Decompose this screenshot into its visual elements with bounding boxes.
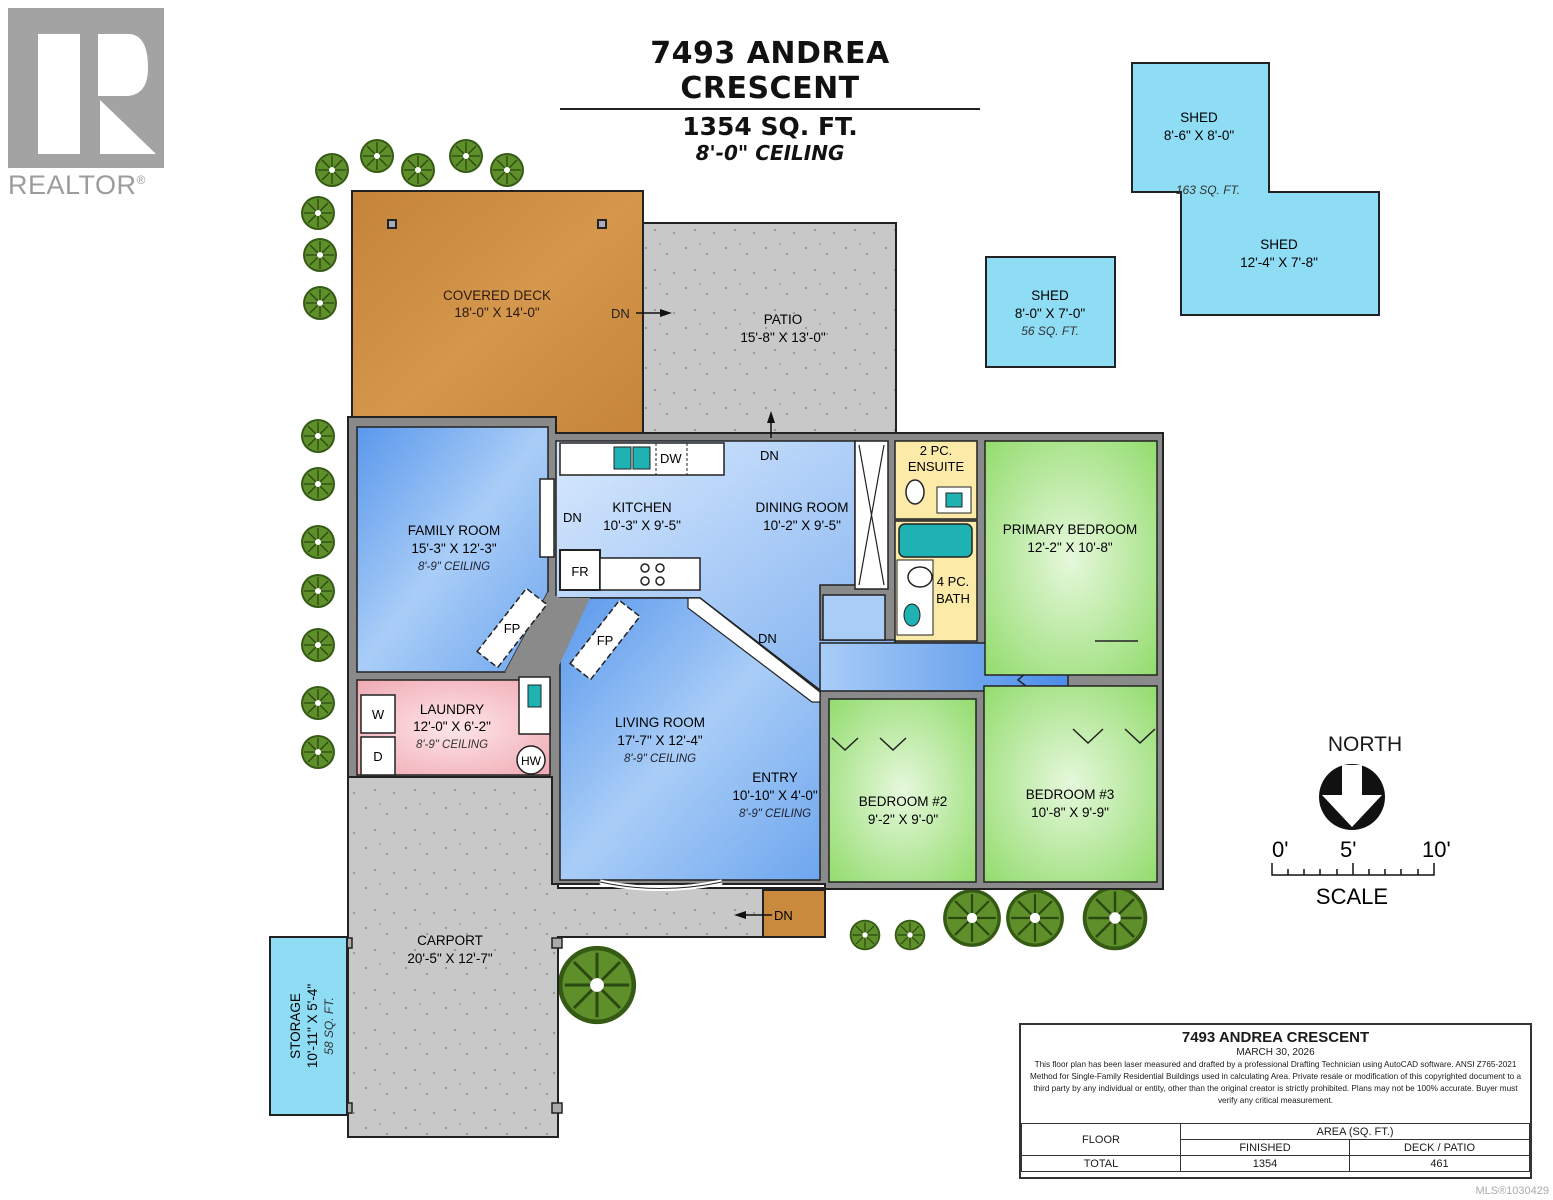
svg-text:FP: FP: [504, 621, 521, 636]
svg-text:FR: FR: [571, 564, 588, 579]
mls-number: MLS®1030429: [1475, 1185, 1549, 1197]
svg-text:18'-0" X 14'-0": 18'-0" X 14'-0": [454, 305, 539, 320]
svg-text:20'-5" X 12'-7": 20'-5" X 12'-7": [407, 951, 492, 966]
ensuite: [894, 440, 978, 520]
svg-text:15'-3" X 12'-3": 15'-3" X 12'-3": [411, 541, 496, 556]
svg-text:4 PC.: 4 PC.: [937, 574, 970, 589]
info-date: MARCH 30, 2026: [1236, 1047, 1315, 1058]
svg-text:BATH: BATH: [936, 591, 970, 606]
svg-text:BEDROOM #3: BEDROOM #3: [1026, 787, 1115, 802]
svg-text:SHED: SHED: [1260, 237, 1298, 252]
col-area: AREA (SQ. FT.): [1180, 1123, 1530, 1140]
svg-text:10': 10': [1422, 837, 1451, 862]
svg-text:PATIO: PATIO: [764, 312, 803, 327]
col-deck-patio: DECK / PATIO: [1349, 1139, 1530, 1156]
svg-text:CARPORT: CARPORT: [417, 933, 483, 948]
svg-text:SHED: SHED: [1031, 288, 1069, 303]
svg-text:0': 0': [1272, 837, 1288, 862]
svg-text:10'-8" X 9'-9": 10'-8" X 9'-9": [1031, 805, 1109, 820]
info-disclaimer: This floor plan has been laser measured …: [1029, 1060, 1522, 1105]
shed-combined: [1131, 62, 1380, 316]
svg-text:DN: DN: [760, 448, 779, 463]
svg-text:DN: DN: [758, 631, 777, 646]
title-block: 7493 ANDREA CRESCENT MARCH 30, 2026 This…: [1019, 1023, 1532, 1179]
svg-text:SCALE: SCALE: [1316, 884, 1388, 909]
realtor-logo: REALTOR®: [8, 8, 164, 201]
svg-text:2 PC.: 2 PC.: [920, 443, 953, 458]
svg-text:9'-2" X 9'-0": 9'-2" X 9'-0": [868, 812, 938, 827]
svg-text:5': 5': [1340, 837, 1356, 862]
svg-text:D: D: [373, 749, 382, 764]
svg-text:COVERED DECK: COVERED DECK: [443, 288, 551, 303]
svg-text:DN: DN: [611, 306, 630, 321]
svg-text:DINING ROOM: DINING ROOM: [756, 500, 849, 515]
plan-ceiling-height: 8'-0" CEILING: [695, 141, 845, 165]
svg-text:8'-9" CEILING: 8'-9" CEILING: [418, 561, 490, 573]
svg-text:17'-7" X 12'-4": 17'-7" X 12'-4": [617, 733, 702, 748]
svg-text:ENSUITE: ENSUITE: [908, 459, 965, 474]
svg-text:SHED: SHED: [1180, 110, 1218, 125]
plan-header: 7493 ANDREA CRESCENT 1354 SQ. FT. 8'-0" …: [560, 36, 980, 165]
svg-text:STORAGE: STORAGE: [288, 993, 303, 1059]
storage-area: [269, 936, 348, 1116]
area-table: FLOOR AREA (SQ. FT.) FINISHED DECK / PAT…: [1021, 1123, 1530, 1172]
svg-text:58 SQ. FT.: 58 SQ. FT.: [322, 997, 336, 1055]
svg-text:8'-9" CEILING: 8'-9" CEILING: [739, 808, 811, 820]
primary-bedroom: [984, 440, 1158, 676]
svg-text:KITCHEN: KITCHEN: [612, 500, 671, 515]
svg-text:10'-3" X 9'-5": 10'-3" X 9'-5": [603, 518, 681, 533]
svg-text:LAUNDRY: LAUNDRY: [420, 702, 484, 717]
col-finished: FINISHED: [1180, 1139, 1350, 1156]
svg-text:DW: DW: [660, 451, 682, 466]
plan-total-area: 1354 SQ. FT.: [682, 112, 858, 141]
svg-text:10'-2" X 9'-5": 10'-2" X 9'-5": [763, 518, 841, 533]
plan-address: 7493 ANDREA CRESCENT: [560, 36, 980, 110]
col-floor: FLOOR: [1021, 1123, 1181, 1156]
svg-text:12'-4" X 7'-8": 12'-4" X 7'-8": [1240, 255, 1318, 270]
realtor-r-mark-icon: [8, 8, 164, 168]
svg-text:163 SQ. FT.: 163 SQ. FT.: [1176, 183, 1240, 197]
north-compass: NORTH 0' 5' 10' SCALE: [1270, 733, 1460, 939]
svg-text:DN: DN: [563, 510, 582, 525]
row-total-finished: 1354: [1180, 1155, 1350, 1172]
svg-text:15'-8" X 13'-0": 15'-8" X 13'-0": [740, 330, 825, 345]
row-total-deck: 461: [1349, 1155, 1530, 1172]
table-row: TOTAL 1354 461: [1021, 1155, 1530, 1172]
svg-text:W: W: [372, 707, 385, 722]
svg-text:8'-9" CEILING: 8'-9" CEILING: [416, 739, 488, 751]
realtor-wordmark: REALTOR®: [8, 170, 146, 200]
north-label: NORTH: [1327, 733, 1403, 756]
svg-text:12'-2" X 10'-8": 12'-2" X 10'-8": [1027, 540, 1112, 555]
svg-text:8'-0" X 7'-0": 8'-0" X 7'-0": [1015, 306, 1085, 321]
svg-text:ENTRY: ENTRY: [752, 770, 798, 785]
covered-deck-area: [351, 190, 644, 450]
svg-text:LIVING ROOM: LIVING ROOM: [615, 715, 705, 730]
shed-small: [985, 256, 1116, 368]
svg-text:FAMILY ROOM: FAMILY ROOM: [408, 523, 501, 538]
bedroom-2: [828, 698, 977, 883]
svg-text:56 SQ. FT.: 56 SQ. FT.: [1021, 324, 1079, 338]
patio-area: [642, 222, 897, 436]
svg-text:12'-0" X 6'-2": 12'-0" X 6'-2": [413, 719, 491, 734]
svg-text:HW: HW: [521, 754, 542, 768]
svg-text:10'-11" X 5'-4": 10'-11" X 5'-4": [305, 984, 320, 1068]
svg-text:BEDROOM #2: BEDROOM #2: [859, 794, 948, 809]
row-total-label: TOTAL: [1021, 1155, 1181, 1172]
svg-text:8'-9" CEILING: 8'-9" CEILING: [624, 753, 696, 765]
svg-text:FP: FP: [597, 633, 614, 648]
north-arrow-icon: 0' 5' 10' SCALE: [1271, 764, 1451, 909]
info-address: 7493 ANDREA CRESCENT: [1181, 1029, 1370, 1046]
svg-text:10'-10" X 4'-0": 10'-10" X 4'-0": [732, 788, 817, 803]
svg-text:8'-6" X 8'-0": 8'-6" X 8'-0": [1164, 128, 1234, 143]
bedroom-3: [983, 685, 1158, 883]
svg-text:DN: DN: [774, 908, 793, 923]
svg-text:PRIMARY BEDROOM: PRIMARY BEDROOM: [1003, 522, 1138, 537]
